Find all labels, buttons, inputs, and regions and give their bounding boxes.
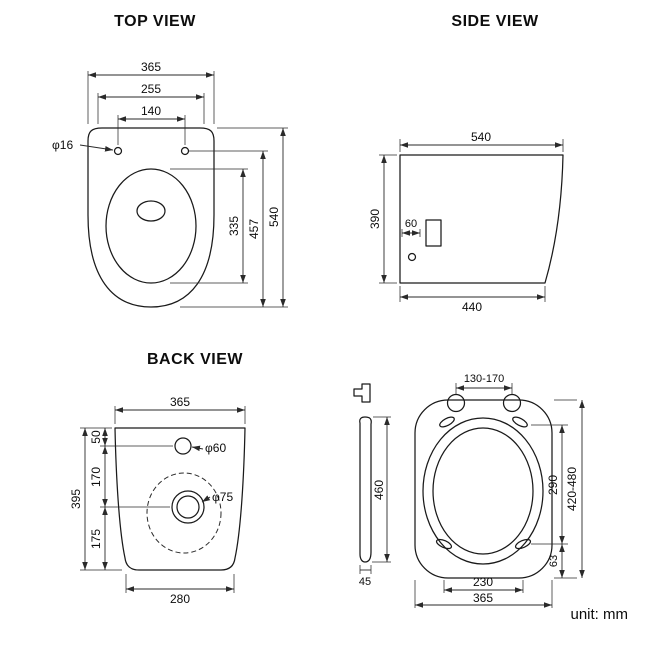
seat-side-profile xyxy=(359,416,372,563)
dim-length-457: 457 xyxy=(247,219,261,239)
seat-hole-right xyxy=(180,146,190,156)
dim-offset-60: 60 xyxy=(405,218,417,230)
dim-hole-diameter-16: φ16 xyxy=(52,138,73,152)
pan-outline xyxy=(87,127,215,308)
top-view-dimensions: 365 255 140 φ16 335 457 xyxy=(52,60,288,308)
side-view-dimensions: 540 390 60 440 xyxy=(368,130,564,314)
dim-seg-175: 175 xyxy=(89,529,103,549)
back-view-title: BACK VIEW xyxy=(146,351,244,368)
back-view-dimensions: 365 50 170 175 395 φ60 φ75 xyxy=(69,395,246,606)
dim-base-440: 440 xyxy=(462,300,482,314)
bowl-opening xyxy=(105,168,197,284)
dim-seg-50: 50 xyxy=(89,430,103,444)
dim-back-width-365: 365 xyxy=(170,395,190,409)
bumper-bottom-right xyxy=(514,538,532,550)
dim-base-width-280: 280 xyxy=(170,592,190,606)
dim-inner-length-290: 290 xyxy=(546,475,560,495)
toilet-back-outline xyxy=(114,427,246,571)
dim-back-seg-63: 63 xyxy=(548,555,560,567)
back-view-drawing: 365 50 170 175 395 φ60 φ75 xyxy=(69,395,246,606)
dim-seat-outer-width-365: 365 xyxy=(473,591,493,605)
pan-side-profile xyxy=(399,154,564,284)
top-view-drawing: 365 255 140 φ16 335 457 xyxy=(52,60,288,308)
dim-hole-diameter-60: φ60 xyxy=(205,441,226,455)
dim-back-height-395: 395 xyxy=(69,489,83,509)
seat-hole-left xyxy=(113,146,123,156)
bumper-top-left xyxy=(439,416,455,428)
hinge-fitting-icon xyxy=(353,383,371,403)
fixing-hole xyxy=(407,252,417,262)
seat-dimensions: 130-170 460 45 290 63 420-480 xyxy=(359,373,585,608)
bumper-bottom-left xyxy=(435,538,453,550)
drain-hole xyxy=(136,200,166,222)
dim-overall-range: 420-480 xyxy=(565,467,579,511)
bumper-top-right xyxy=(512,416,528,428)
toilet-top-outline xyxy=(87,127,215,308)
inlet-hole-60 xyxy=(174,437,192,455)
lid-outline xyxy=(414,399,553,579)
hinge-cap-left xyxy=(446,393,466,413)
dim-seat-length-460: 460 xyxy=(372,480,386,500)
outlet-hole-75-outer xyxy=(171,490,205,524)
dim-depth-540: 540 xyxy=(471,130,491,144)
dim-seat-thickness-45: 45 xyxy=(359,576,371,588)
dim-bowl-length-335: 335 xyxy=(227,216,241,236)
side-view-drawing: 540 390 60 440 xyxy=(368,130,564,314)
side-view-title: SIDE VIEW xyxy=(451,13,539,30)
dim-top-width-365: 365 xyxy=(141,60,161,74)
dim-hinge-range: 130-170 xyxy=(464,373,504,385)
top-view-title: TOP VIEW xyxy=(114,13,196,30)
dim-top-width-255: 255 xyxy=(141,82,161,96)
hidden-bowl-outline xyxy=(146,472,222,554)
outlet-hole-75-inner xyxy=(176,495,200,519)
dim-seat-inner-width-230: 230 xyxy=(473,575,493,589)
back-profile xyxy=(114,427,246,571)
seat-view-drawing: 130-170 460 45 290 63 420-480 xyxy=(353,373,585,608)
dim-seg-170: 170 xyxy=(89,467,103,487)
toilet-side-outline xyxy=(399,154,564,284)
dim-hole-diameter-75: φ75 xyxy=(212,490,233,504)
unit-label: unit: mm xyxy=(570,606,628,623)
fixing-bracket xyxy=(425,219,442,247)
seat-top-outline xyxy=(414,393,553,579)
dim-hole-spacing-140: 140 xyxy=(141,104,161,118)
seat-ring-inner xyxy=(432,427,534,555)
hinge-cap-right xyxy=(502,393,522,413)
dim-overall-length-540: 540 xyxy=(267,207,281,227)
dim-height-390: 390 xyxy=(368,209,382,229)
seat-ring-outer xyxy=(422,417,544,565)
